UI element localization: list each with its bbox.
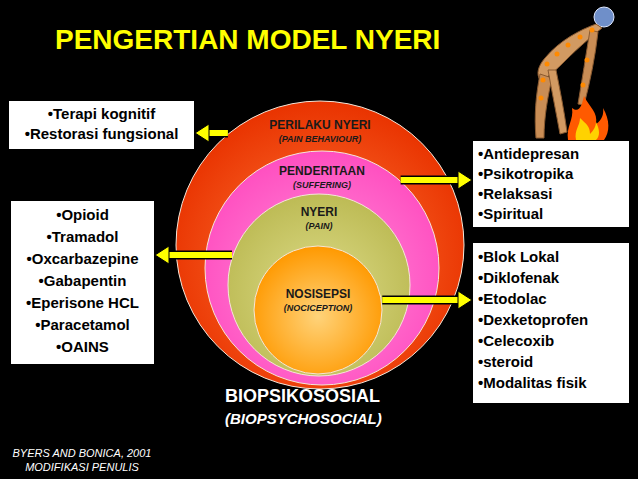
pain-arrow (382, 291, 472, 309)
pain-arrow (195, 124, 228, 142)
treatment-item: •Eperisone HCL (16, 292, 149, 314)
nerve-dot (566, 43, 571, 48)
arrow-shaft (208, 130, 228, 136)
arrow-head (195, 124, 209, 142)
circle-text-group: NOSISEPSI(NOCICEPTION) (253, 287, 383, 314)
nerve-dot (590, 28, 595, 33)
arrow-head (155, 246, 169, 264)
treatment-item: •Celecoxib (478, 330, 624, 351)
treatment-item: •OAINS (16, 336, 149, 358)
figure-leg (548, 70, 567, 134)
model-caption: BIOPSIKOSOSIAL (225, 386, 380, 407)
treatment-item: •steroid (478, 351, 624, 372)
treatment-item: •Psikotropika (478, 164, 624, 184)
treatment-item: •Paracetamol (16, 314, 149, 336)
layer-name: NYERI (227, 205, 411, 220)
circle-text-group: NYERI(PAIN) (227, 205, 411, 232)
slide-title: PENGERTIAN MODEL NYERI (55, 24, 440, 56)
arrow-shaft (382, 297, 459, 303)
source-note: BYERS AND BONICA, 2001 (6, 447, 158, 459)
arrow-outline (401, 176, 459, 185)
circle-shape (176, 101, 464, 389)
arrow-outline (168, 251, 232, 260)
treatment-item: •Diklofenak (478, 267, 624, 288)
circle-text-group: PERILAKU NYERI(PAIN BEHAVIOUR) (175, 118, 465, 145)
treatment-item: •Oxcarbazepine (16, 248, 149, 270)
layer-name: NOSISEPSI (253, 287, 383, 302)
nerve-dot (581, 83, 586, 88)
layer-translation: (PAIN) (227, 220, 411, 232)
circle-shape (228, 194, 410, 376)
nested-circle: PENDERITAAN(SUFFERING) NYERI(PAIN) NOSISEP… (204, 150, 440, 386)
flame-outer (568, 96, 609, 140)
nerve-dot (555, 52, 560, 57)
nerve-dot (585, 58, 590, 63)
treatment-item: •Spiritual (478, 204, 624, 224)
layer-translation: (SUFFERING) (204, 179, 440, 191)
treatment-box: •Opioid•Tramadol•Oxcarbazepine•Gabapenti… (10, 200, 155, 365)
flame-inner (576, 118, 599, 140)
treatment-item: •Antidepresan (478, 144, 624, 164)
treatment-item: •Gabapentin (16, 270, 149, 292)
model-caption: (BIOPSYCHOSOCIAL) (225, 410, 382, 427)
treatment-box: •Antidepresan•Psikotropika•Relaksasi•Spi… (472, 140, 630, 228)
layer-translation: (PAIN BEHAVIOUR) (175, 133, 465, 145)
figure-head (594, 7, 614, 27)
treatment-box: •Blok Lokal•Diklofenak•Etodolac•Dexketop… (472, 242, 630, 404)
fire-symbol (568, 96, 609, 140)
treatment-item: •Etodolac (478, 288, 624, 309)
arrow-head (458, 291, 472, 309)
treatment-item: •Opioid (16, 204, 149, 226)
treatment-item: •Tramadol (16, 226, 149, 248)
circle-shape (205, 151, 439, 385)
nerve-dot (541, 78, 546, 83)
source-note: MODIFIKASI PENULIS (6, 461, 158, 473)
pain-arrow (155, 246, 232, 264)
arrow-outline (382, 296, 459, 305)
pain-arrow (401, 171, 472, 189)
nerve-dot (539, 96, 544, 101)
circle-shape (254, 246, 382, 374)
treatment-item: •Dexketoprofen (478, 309, 624, 330)
figure-leg (535, 74, 552, 138)
nerve-dot (545, 62, 550, 67)
treatment-item: •Restorasi fungsional (14, 124, 189, 144)
arrow-shaft (401, 177, 459, 183)
nested-circle: NYERI(PAIN) NOSISEPSI(NOCICEPTION) (227, 193, 411, 377)
figure-arm (578, 30, 598, 105)
layer-translation: (NOCICEPTION) (253, 302, 383, 314)
treatment-item: •Terapi kognitif (14, 104, 189, 124)
circle-text-group: PENDERITAAN(SUFFERING) (204, 164, 440, 191)
treatment-item: •Blok Lokal (478, 246, 624, 267)
layer-name: PENDERITAAN (204, 164, 440, 179)
treatment-box: •Terapi kognitif•Restorasi fungsional (8, 100, 195, 150)
treatment-item: •Relaksasi (478, 184, 624, 204)
nerve-dot (578, 35, 583, 40)
treatment-item: •Modalitas fisik (478, 372, 624, 393)
nested-circle: NOSISEPSI(NOCICEPTION) (253, 245, 383, 375)
arrow-head (458, 171, 472, 189)
arrow-outline (208, 129, 228, 138)
nested-circle: PERILAKU NYERI(PAIN BEHAVIOUR) PENDERITAA… (175, 100, 465, 390)
layer-name: PERILAKU NYERI (175, 118, 465, 133)
arrow-shaft (168, 252, 232, 258)
